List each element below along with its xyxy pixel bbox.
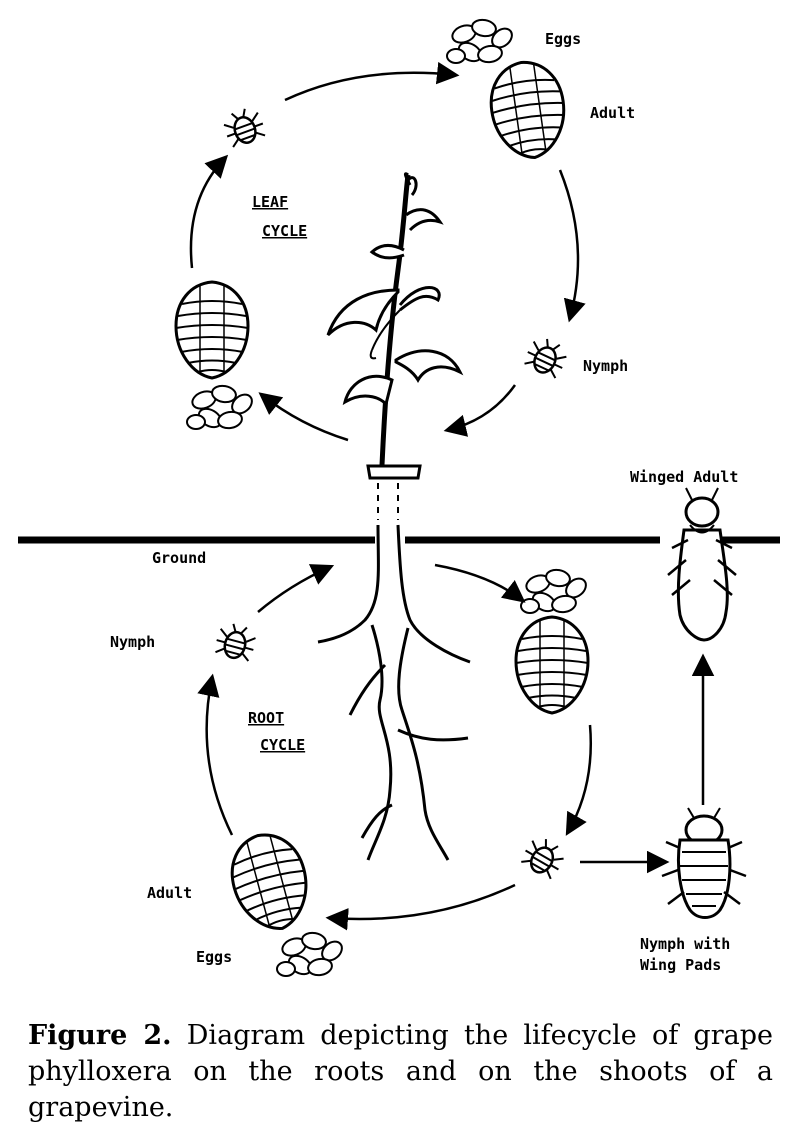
root-nymph-label: Nymph [110, 633, 155, 651]
root-cycle-title-2: CYCLE [260, 736, 305, 754]
grapevine-roots [317, 524, 471, 861]
leaf-adult-label: Adult [590, 104, 635, 122]
leaf-adult-insect [484, 55, 572, 165]
leaf-cycle-title-1: LEAF [252, 193, 288, 211]
leaf-cycle-title-2: CYCLE [262, 222, 307, 240]
arrow-leaf-adult-to-nymph [558, 169, 586, 323]
nymph-wing-pads-label-1: Nymph with [640, 935, 730, 953]
arrow-root-nymph-to-eggs [325, 883, 516, 931]
leaf-nymph-label: Nymph [583, 357, 628, 375]
arrow-root-adult-to-nymph-left [197, 673, 234, 836]
leaf-eggs-cluster [446, 17, 517, 66]
root-cycle: Nymph Adult Eggs ROOT CYCLE [110, 563, 715, 979]
leaf-adult-left-insect [174, 280, 250, 380]
nymph-wing-pads-insect [661, 807, 747, 919]
leaf-cycle: Eggs Adult Nymph LEAF CYCLE [174, 17, 635, 442]
figure-caption: Figure 2. Diagram depicting the lifecycl… [28, 1018, 773, 1126]
winged-adult-label: Winged Adult [630, 468, 738, 486]
figure-caption-label: Figure 2. [28, 1020, 172, 1051]
nymph-wing-pads-label-2: Wing Pads [640, 956, 721, 974]
arrow-leaf-nymph-to-plant [443, 384, 517, 437]
root-adult-left-insect [221, 824, 319, 940]
root-cycle-title-1: ROOT [248, 709, 284, 727]
arrow-root-adult-to-nymph [565, 724, 593, 836]
figure-caption-text: Diagram depicting the lifecycle of grape… [28, 1020, 773, 1123]
root-nymph-bottom-insect [517, 831, 570, 883]
arrow-leaf-plant-to-eggs [258, 392, 349, 442]
leaf-eggs-left-cluster [186, 383, 257, 432]
arrow-leaf-crawler-to-eggs [284, 61, 460, 102]
root-eggs-left-cluster [276, 930, 347, 979]
winged-adult-insect [667, 487, 737, 642]
leaf-eggs-label: Eggs [545, 30, 581, 48]
ground-label: Ground [152, 549, 206, 567]
arrow-leaf-adult-to-crawler [189, 154, 229, 269]
leaf-nymph-crawler [219, 103, 269, 150]
grapevine-shoot [326, 172, 464, 520]
leaf-nymph-insect [521, 332, 572, 382]
arrow-root-stem-to-eggs [434, 563, 526, 603]
root-nymph-left-insect [212, 619, 260, 664]
arrow-root-nymph-to-stem [257, 564, 335, 613]
root-eggs-right-cluster [520, 567, 591, 616]
root-adult-label: Adult [147, 884, 192, 902]
root-adult-right-insect [514, 615, 590, 715]
root-eggs-label: Eggs [196, 948, 232, 966]
